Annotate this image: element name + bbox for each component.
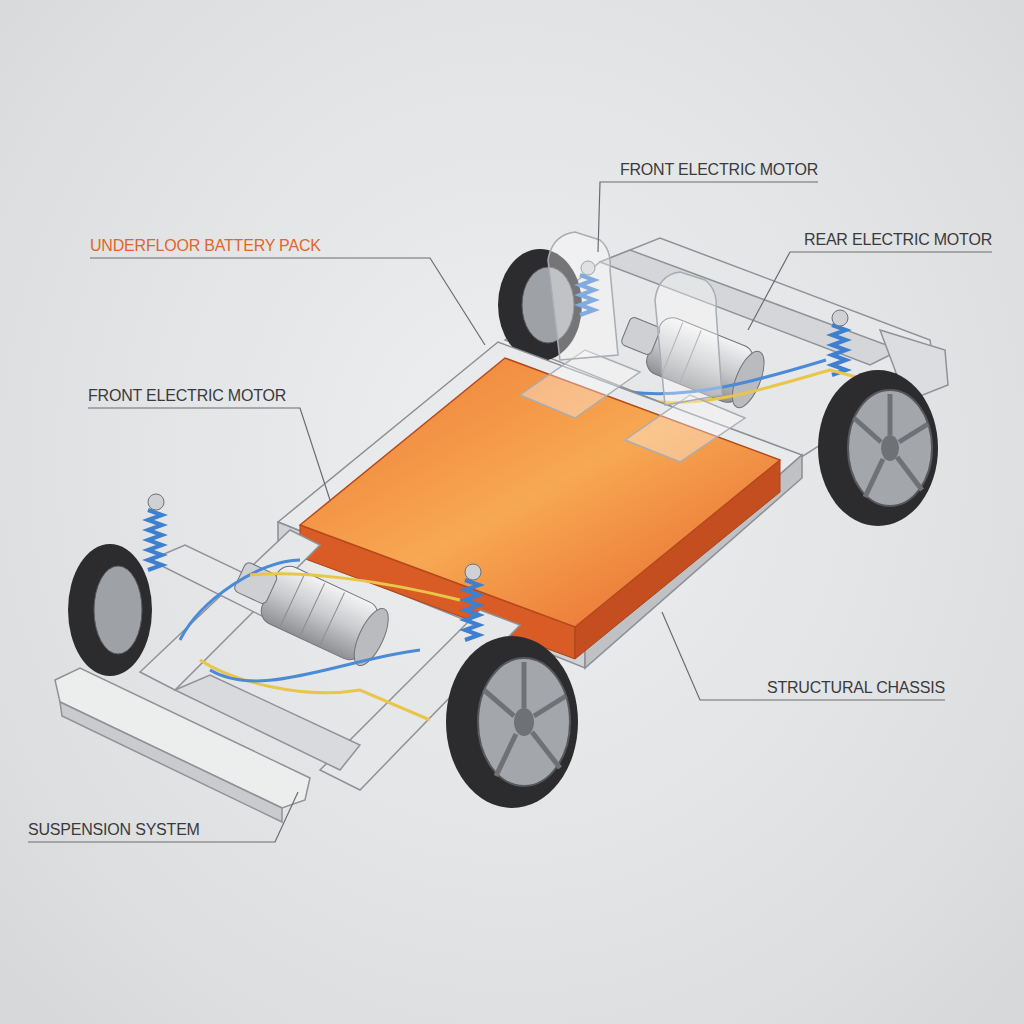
front-motor xyxy=(320,593,345,646)
wheel xyxy=(897,457,922,490)
wiring xyxy=(180,560,300,640)
front-subframe xyxy=(55,530,520,822)
rear-motor xyxy=(726,347,771,412)
part-label: FRONT ELECTRIC MOTOR xyxy=(620,160,818,180)
shock-mount xyxy=(148,494,164,510)
suspension-spring xyxy=(465,580,479,640)
leader-line xyxy=(90,258,485,345)
wheel xyxy=(818,370,938,526)
wheel xyxy=(881,435,899,461)
leader-line xyxy=(662,612,945,700)
wheel xyxy=(446,636,578,808)
wheel xyxy=(534,696,566,716)
part-label: REAR ELECTRIC MOTOR xyxy=(804,230,992,250)
wheel xyxy=(68,544,152,676)
front-motor xyxy=(233,561,278,605)
leader-line xyxy=(88,408,330,500)
wiring xyxy=(210,650,420,681)
suspension-spring xyxy=(148,510,479,640)
wheel xyxy=(68,544,152,676)
wheel xyxy=(446,636,578,808)
leader-line xyxy=(598,182,818,252)
wheel xyxy=(478,658,570,786)
wheel xyxy=(484,662,566,776)
front-subframe xyxy=(55,668,310,808)
wheel xyxy=(496,734,516,776)
rear-motor xyxy=(620,316,661,356)
seat xyxy=(548,232,618,360)
leader-lines xyxy=(28,182,992,842)
part-label: STRUCTURAL CHASSIS xyxy=(767,678,945,698)
wheel xyxy=(899,424,928,442)
wheel xyxy=(865,459,883,497)
front-motor xyxy=(227,548,395,671)
rear-subframe xyxy=(600,250,900,365)
shock-mount xyxy=(832,310,848,326)
wheel xyxy=(854,394,928,497)
seat xyxy=(520,232,745,462)
leader-line xyxy=(748,252,992,330)
front-motor xyxy=(280,574,305,627)
leader-line xyxy=(28,792,298,842)
shock-mount xyxy=(465,564,481,580)
part-label: FRONT ELECTRIC MOTOR xyxy=(88,386,286,406)
wheel xyxy=(818,370,938,526)
wiring xyxy=(200,660,430,720)
wheel xyxy=(532,732,560,768)
front-motor xyxy=(300,583,325,636)
seat xyxy=(655,272,722,405)
wiring xyxy=(630,360,826,394)
wheel xyxy=(854,418,881,442)
part-label: UNDERFLOOR BATTERY PACK xyxy=(90,236,321,256)
wheel xyxy=(94,566,142,654)
wheel xyxy=(522,662,527,708)
shock-mount xyxy=(148,494,481,580)
wiring xyxy=(250,574,460,600)
wheel xyxy=(848,390,932,506)
suspension-spring xyxy=(148,510,162,570)
seat xyxy=(625,395,745,462)
wheel xyxy=(514,708,534,736)
wiring xyxy=(180,560,460,720)
front-subframe xyxy=(60,702,282,822)
wheel xyxy=(484,690,514,716)
part-label: SUSPENSION SYSTEM xyxy=(28,820,200,840)
wheel xyxy=(888,394,893,435)
suspension-spring xyxy=(832,325,846,375)
seat xyxy=(520,350,640,418)
